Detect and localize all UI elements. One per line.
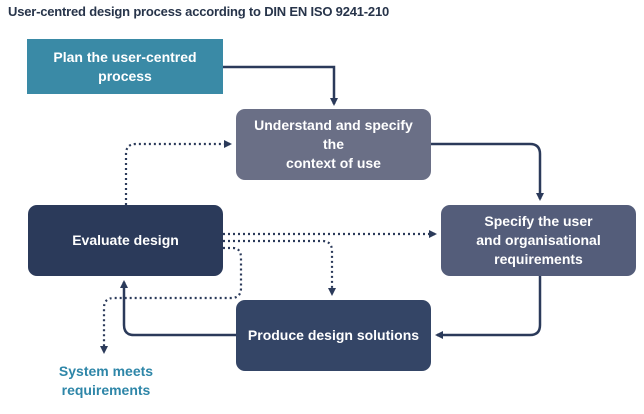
edge-specify-to-produce: [435, 276, 542, 339]
edge-understand-to-specify: [431, 142, 544, 201]
edge-evaluate-to-outcome: [100, 246, 243, 354]
node-understand-context: Understand and specify the context of us…: [236, 109, 431, 180]
node-produce-label: Produce design solutions: [247, 327, 420, 343]
node-understand-label: Understand and specify the context of us…: [254, 117, 413, 171]
node-evaluate-label: Evaluate design: [72, 232, 179, 248]
node-evaluate-design: Evaluate design: [28, 205, 223, 276]
edge-evaluate-to-produce: [223, 239, 336, 296]
edge-plan-to-understand: [223, 65, 338, 106]
page-title: User-centred design process according to…: [8, 4, 390, 19]
node-plan-label: Plan the user-centred process: [53, 48, 197, 84]
edge-evaluate-to-understand: [124, 140, 232, 205]
node-produce-solutions: Produce design solutions: [236, 300, 431, 371]
outcome-label: System meets requirements: [58, 363, 154, 398]
node-plan-process: Plan the user-centred process: [27, 39, 223, 94]
node-specify-label: Specify the user and organisational requ…: [476, 213, 601, 267]
node-specify-requirements: Specify the user and organisational requ…: [441, 205, 636, 276]
edge-produce-to-evaluate: [120, 280, 236, 337]
